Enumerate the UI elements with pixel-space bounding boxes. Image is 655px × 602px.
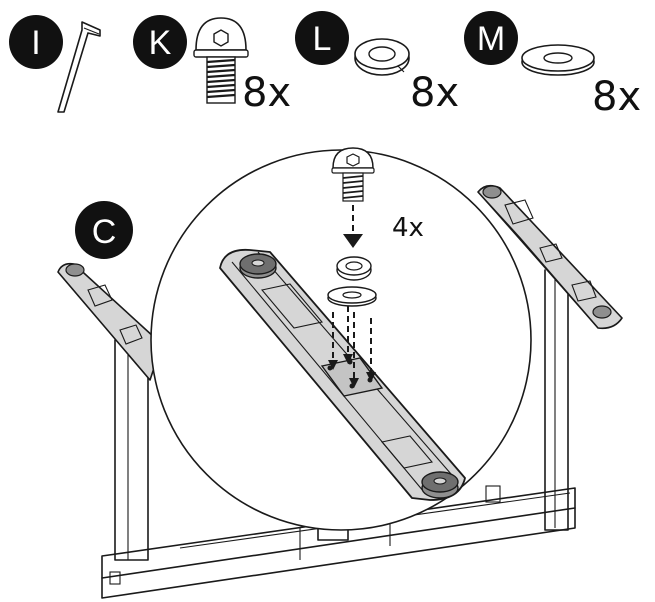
insert-arrow-icon [343, 205, 363, 248]
detail-magnifier: 4x [150, 147, 532, 531]
part-l-badge [295, 11, 349, 65]
detail-quantity: 4x [392, 213, 424, 243]
detail-screw-icon [331, 147, 375, 202]
hex-key-icon [57, 21, 101, 113]
part-i: I [9, 15, 101, 113]
part-l-letter: L [313, 20, 332, 58]
part-k: K 8x [133, 15, 291, 116]
part-m-letter: M [477, 20, 505, 58]
step-badge [75, 201, 133, 259]
right-top-rail [477, 184, 623, 330]
part-l-quantity: 8x [410, 70, 459, 116]
part-m: M 8x [464, 11, 641, 120]
alignment-lines [328, 306, 376, 388]
part-i-badge [9, 15, 63, 69]
part-k-letter: K [149, 24, 172, 62]
part-l: L 8x [295, 11, 459, 116]
detail-spring-washer-icon [336, 256, 372, 281]
flat-washer-icon [521, 44, 595, 76]
step-letter: C [92, 213, 117, 251]
part-k-badge [133, 15, 187, 69]
left-top-rail [57, 262, 161, 381]
part-m-badge [464, 11, 518, 65]
part-i-letter: I [31, 24, 40, 62]
detail-flat-washer-icon [327, 286, 377, 307]
detail-rail [219, 248, 466, 501]
part-m-quantity: 8x [592, 74, 641, 120]
part-k-quantity: 8x [242, 70, 291, 116]
spring-washer-icon [354, 38, 410, 76]
screw-icon [193, 17, 249, 104]
